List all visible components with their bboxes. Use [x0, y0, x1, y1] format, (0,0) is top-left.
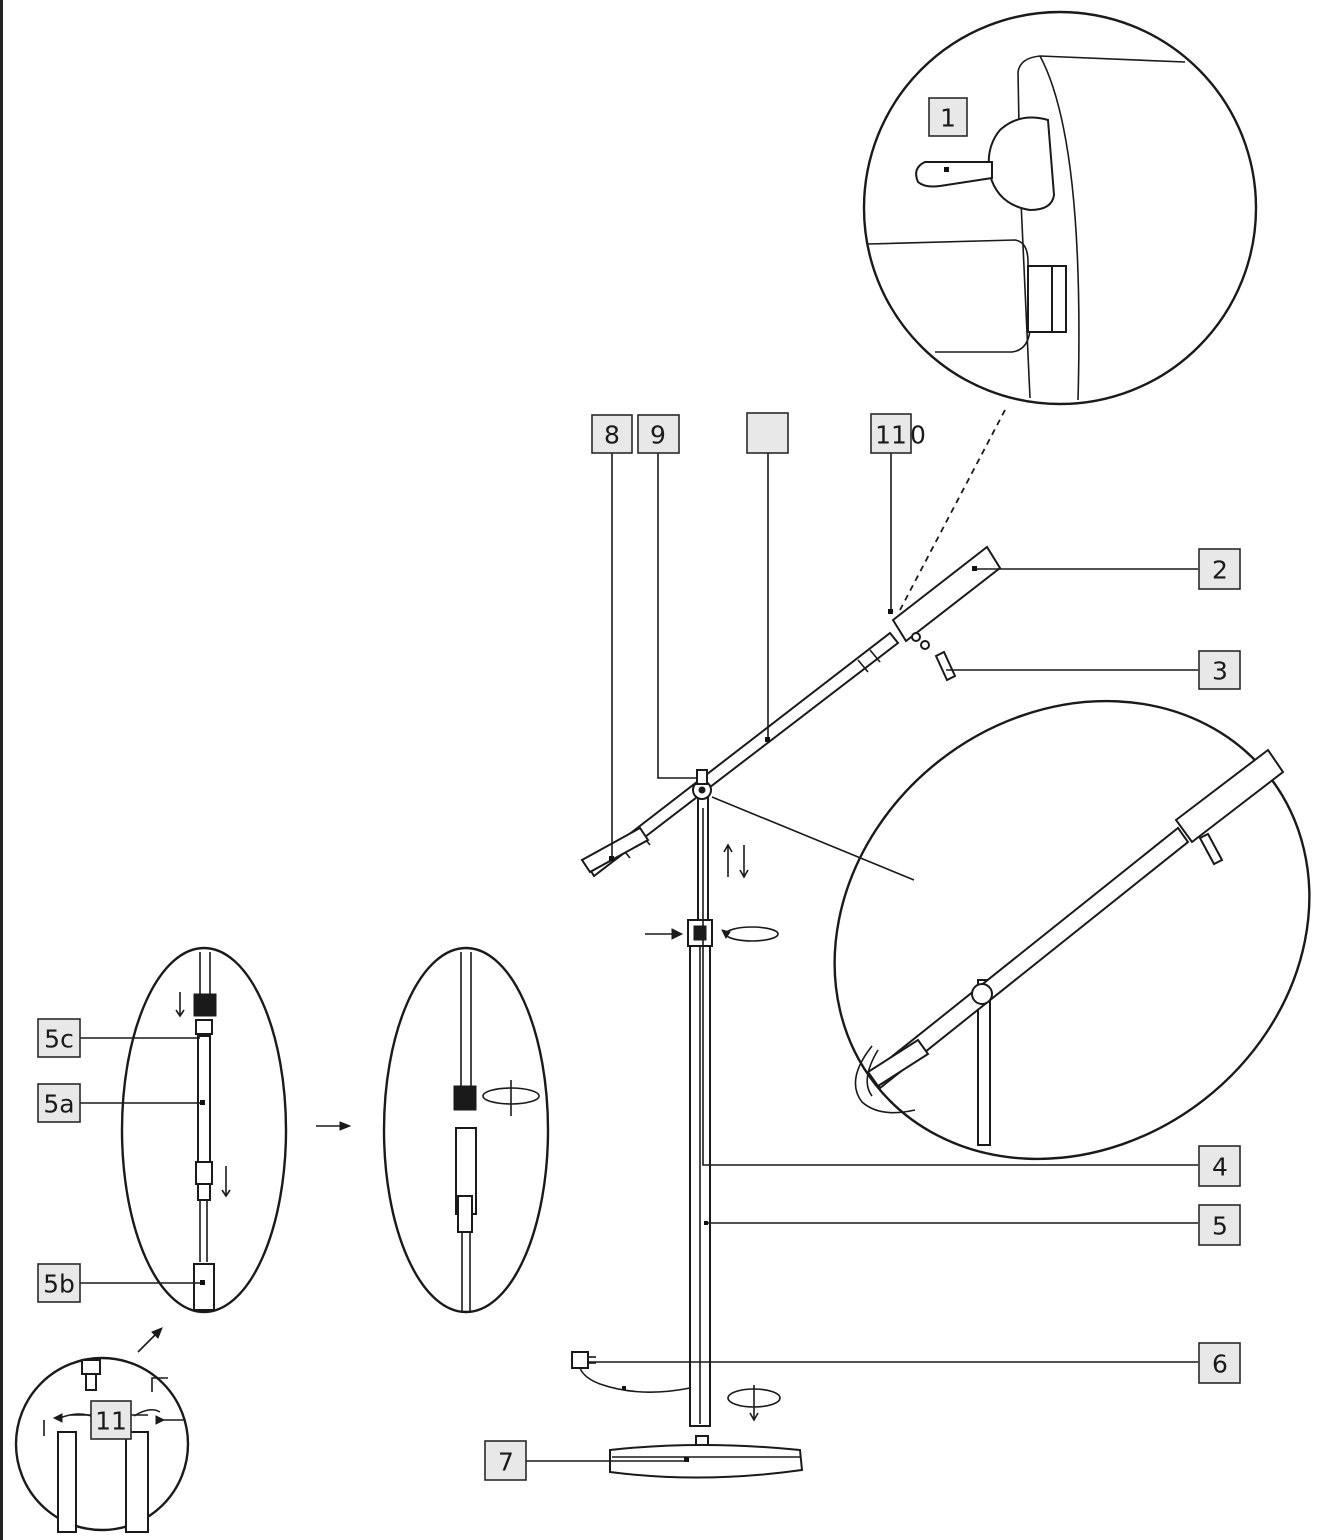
- zoom-circle-connector: [14, 1327, 190, 1533]
- label-7-text: 7: [498, 1448, 514, 1477]
- label-110-text: 11: [875, 421, 907, 450]
- label-3-text: 3: [1212, 657, 1228, 686]
- zoom-circle-switch: [862, 10, 1258, 406]
- label-1: 1: [928, 97, 968, 137]
- label-6-text: 6: [1212, 1350, 1228, 1379]
- label-7: 7: [484, 1440, 527, 1481]
- label-3: 3: [1198, 650, 1241, 690]
- main-lamp: [571, 545, 1002, 1479]
- label-5-text: 5: [1212, 1212, 1228, 1241]
- label-2: 2: [1198, 548, 1241, 590]
- label-4: 4: [1198, 1145, 1241, 1187]
- zoom-ellipse-arm: [711, 699, 1311, 1161]
- label-8-text: 8: [604, 421, 620, 450]
- label-9: 9: [637, 414, 680, 454]
- label-10: [746, 412, 789, 454]
- label-5b: 5b: [37, 1263, 81, 1303]
- label-5: 5: [1198, 1204, 1241, 1246]
- label-4-text: 4: [1212, 1153, 1228, 1182]
- label-5c: 5c: [37, 1018, 81, 1058]
- label-5b-text: 5b: [43, 1270, 75, 1299]
- label-11-text: 11: [95, 1407, 127, 1436]
- leader-lines: [70, 452, 1198, 1462]
- zoom-ellipse-pole-parts: [120, 946, 288, 1314]
- label-1-text: 1: [940, 104, 956, 133]
- label-11: 11: [90, 1400, 132, 1440]
- label-110: 11: [870, 413, 912, 454]
- zoom-leader-dashed: [899, 409, 1006, 611]
- zoom-ellipse-pole-assembled: [382, 946, 550, 1314]
- label-5a-text: 5a: [43, 1090, 74, 1119]
- label-2-text: 2: [1212, 556, 1228, 585]
- label-8: 8: [591, 414, 633, 454]
- label-6: 6: [1198, 1342, 1241, 1384]
- label-110-suffix: 0: [910, 421, 926, 450]
- label-5c-text: 5c: [44, 1025, 74, 1054]
- label-5a: 5a: [37, 1083, 81, 1123]
- label-9-text: 9: [650, 421, 666, 450]
